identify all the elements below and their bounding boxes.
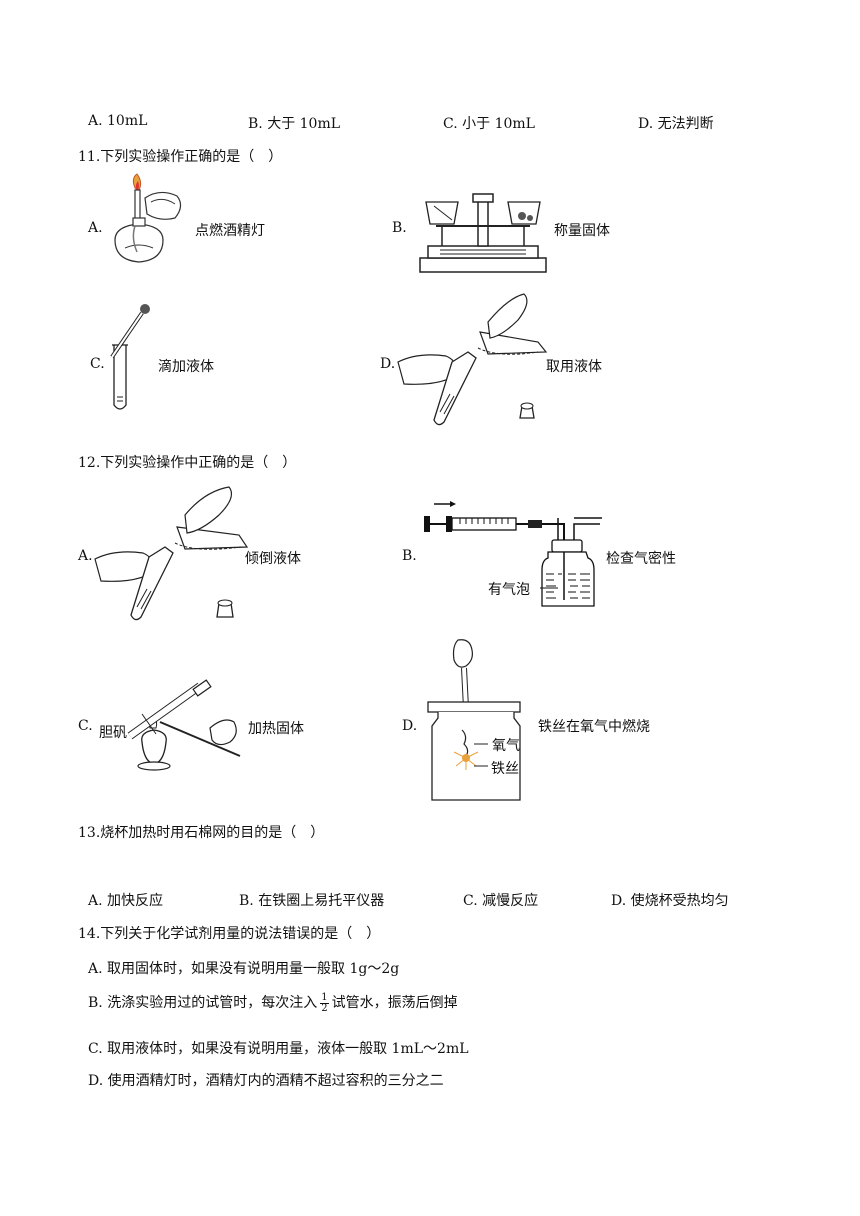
q10-option-a: A. 10mL (88, 113, 148, 129)
q14-stem: 14.下列关于化学试剂用量的说法错误的是（ ） (78, 926, 381, 942)
q11-option-a-caption: 点燃酒精灯 (195, 223, 265, 239)
q12-option-b-caption: 检查气密性 (606, 551, 676, 567)
q13-option-a: A. 加快反应 (88, 893, 164, 909)
q11-option-d-letter: D. (380, 356, 396, 372)
balance-scale-illustration (419, 193, 547, 273)
q12-stem: 12.下列实验操作中正确的是（ ） (78, 455, 297, 471)
q10-option-d: D. 无法判断 (638, 116, 714, 132)
q11-stem: 11.下列实验操作正确的是（ ） (78, 149, 283, 165)
pour-liquid-illustration (94, 486, 249, 621)
q14-option-d: D. 使用酒精灯时，酒精灯内的酒精不超过容积的三分之二 (88, 1073, 444, 1089)
q14-option-c: C. 取用液体时，如果没有说明用量，液体一般取 1mL～2mL (88, 1041, 469, 1057)
q11-option-b-letter: B. (392, 220, 407, 236)
iron-wire-combustion-illustration (427, 639, 521, 801)
q12-option-d-caption: 铁丝在氧气中燃烧 (538, 719, 650, 735)
q12-option-d-letter: D. (402, 718, 418, 734)
oxygen-label: 氧气 (492, 738, 520, 754)
q14-option-b-pre: B. 洗涤实验用过的试管时，每次注入 (88, 995, 318, 1011)
q12-option-c-letter: C. (78, 718, 93, 734)
q13-option-d: D. 使烧杯受热均匀 (611, 893, 729, 909)
q11-option-c-caption: 滴加液体 (158, 359, 214, 375)
q12-option-a-caption: 倾倒液体 (245, 551, 301, 567)
q10-option-b: B. 大于 10mL (248, 116, 341, 132)
bubbles-label: 有气泡 (488, 582, 530, 598)
alcohol-lamp-lighting-illustration (114, 173, 182, 263)
iron-wire-label: 铁丝 (491, 761, 519, 777)
q11-option-a-letter: A. (88, 220, 103, 236)
q11-option-c-letter: C. (90, 356, 105, 372)
q13-stem: 13.烧杯加热时用石棉网的目的是（ ） (78, 825, 325, 841)
q14-option-b-post: 试管水，振荡后倒掉 (331, 995, 458, 1011)
q14-option-a: A. 取用固体时，如果没有说明用量一般取 1g～2g (88, 961, 400, 977)
airtightness-check-illustration (424, 501, 602, 607)
q12-option-b-letter: B. (402, 548, 417, 564)
q12-option-a-letter: A. (78, 548, 93, 564)
q10-option-c: C. 小于 10mL (443, 116, 535, 132)
take-liquid-illustration (397, 293, 548, 426)
q11-option-b-caption: 称量固体 (554, 223, 610, 239)
copper-sulfate-label: 胆矾 (99, 725, 127, 741)
q13-option-b: B. 在铁圈上易托平仪器 (239, 893, 385, 909)
q13-option-c: C. 减慢反应 (463, 893, 539, 909)
heat-solid-illustration (127, 679, 241, 771)
q11-option-d-caption: 取用液体 (546, 359, 602, 375)
dropper-test-tube-illustration (110, 304, 150, 410)
q12-option-c-caption: 加热固体 (248, 721, 304, 737)
